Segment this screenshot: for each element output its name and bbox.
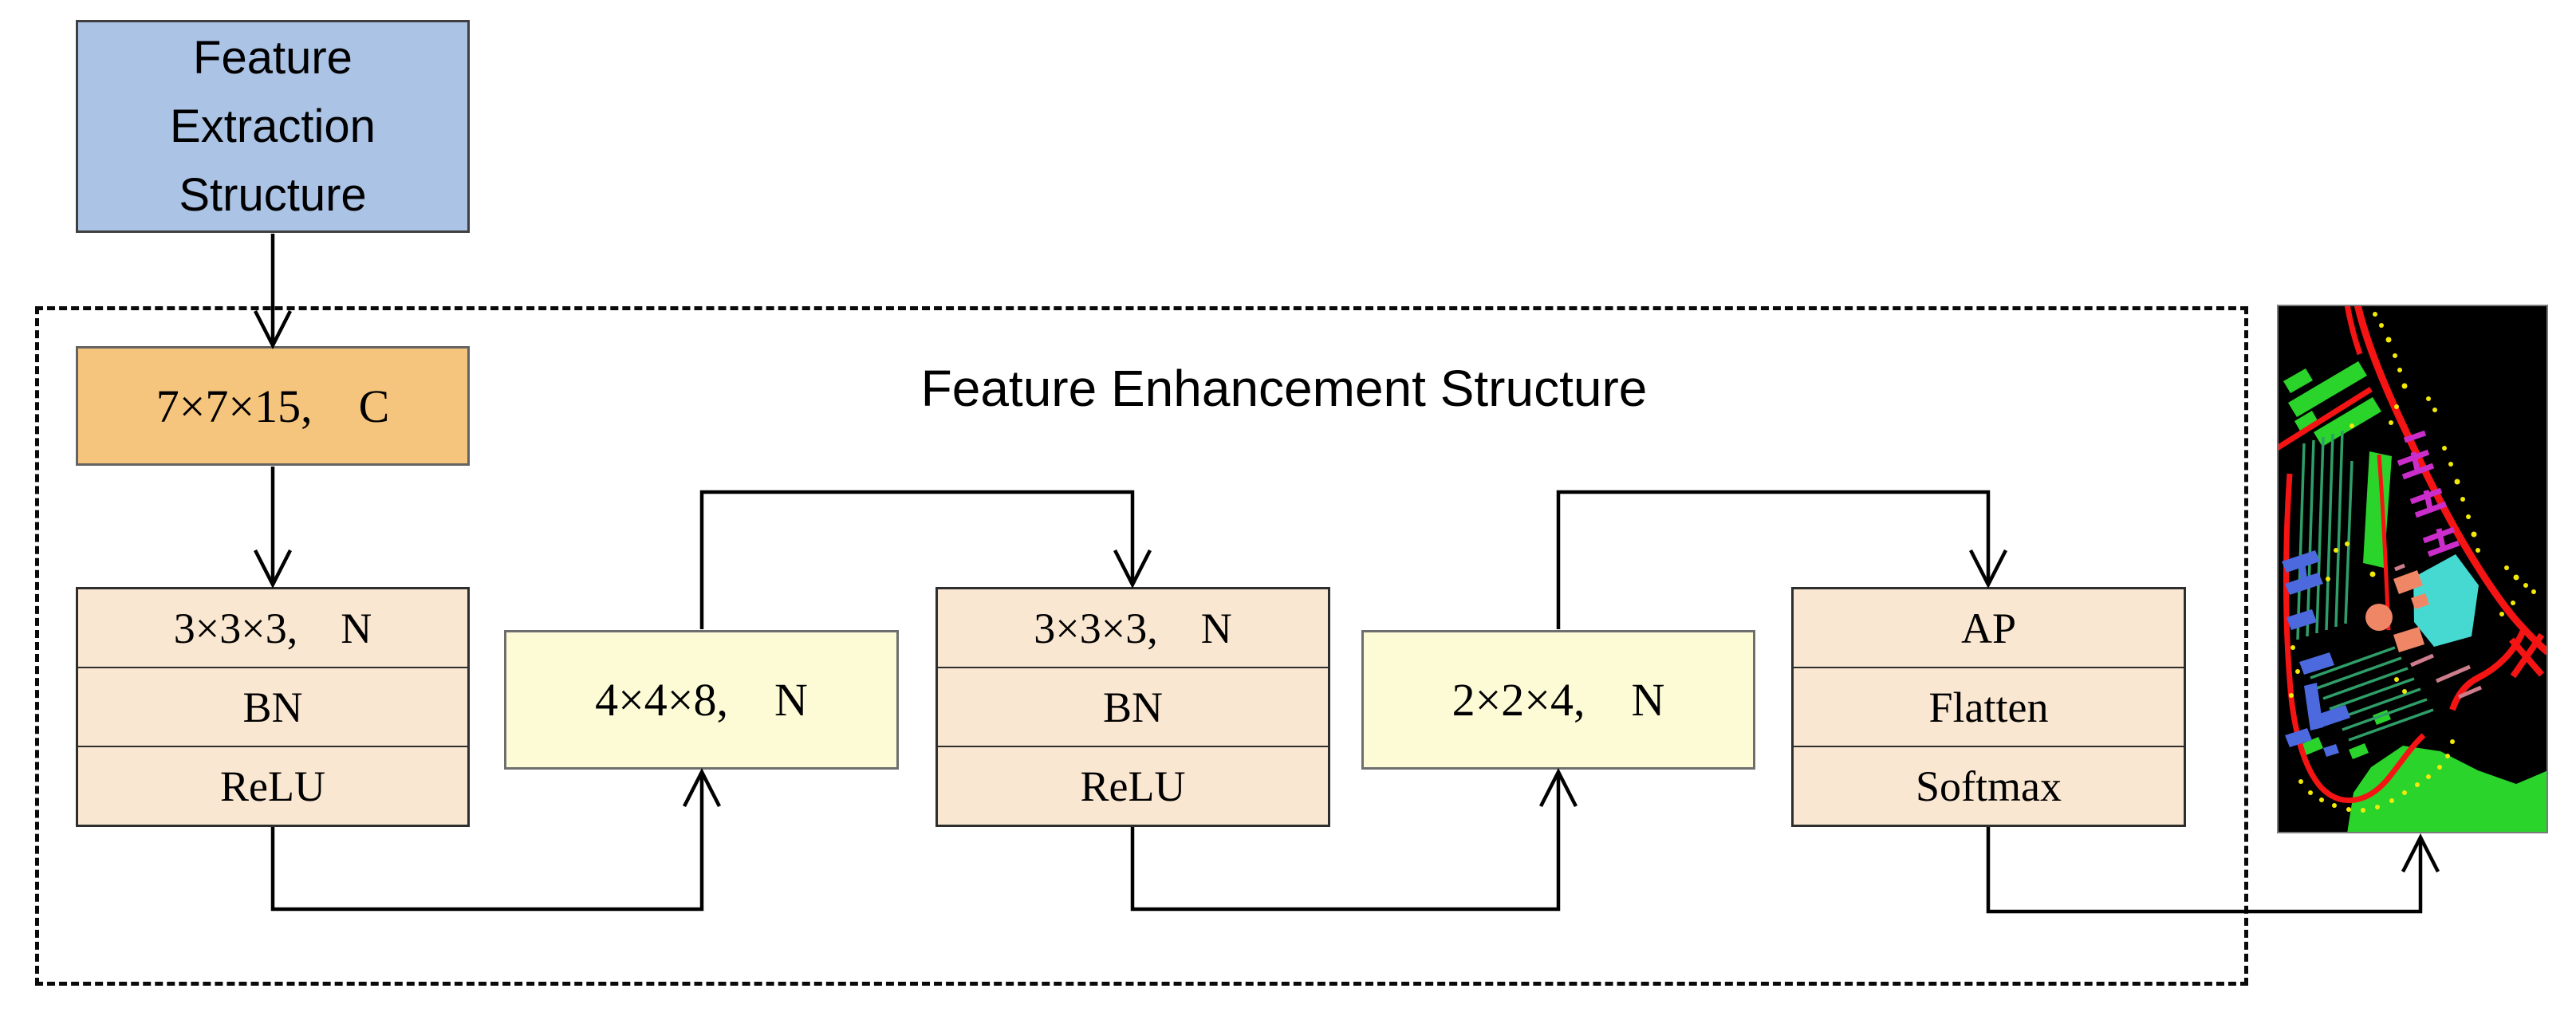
head-stack-softmax: Softmax [1916, 762, 2062, 810]
map-blocks-magenta [2397, 430, 2460, 557]
map-trees-teal [2296, 430, 2434, 742]
conv-stack-1-conv: 3×3×3, N [78, 589, 467, 668]
pool-2x2x4-box: 2×2×4, N [1361, 630, 1755, 770]
map-roads-red [2277, 305, 2548, 804]
conv-stack-2: 3×3×3, N BN ReLU [935, 587, 1330, 827]
conv-stack-2-conv: 3×3×3, N [938, 589, 1328, 668]
arrowhead-head-to-map [2401, 833, 2440, 873]
feature-enhancement-title: Feature Enhancement Structure [920, 360, 1648, 417]
map-metal-cyan [2413, 554, 2479, 647]
conv-stack-2-relu: ReLU [1080, 762, 1186, 810]
map-border [2277, 305, 2548, 833]
head-stack-ap: AP [1794, 589, 2184, 668]
conv-stack-1-bn: BN [78, 668, 467, 747]
feature-extraction-box: Feature Extraction Structure [76, 20, 470, 233]
map-buildings-salmon [2365, 570, 2429, 652]
conv-stack-2-bn: BN [938, 668, 1328, 747]
feature-enhancement-region [35, 306, 2248, 986]
map-dots-yellow [2289, 312, 2536, 813]
map-buildings-blue [2282, 550, 2350, 757]
map-soil-pink [2394, 563, 2482, 699]
classification-map-image [2277, 305, 2548, 833]
conv-7x7x15-box: 7×7×15, C [76, 346, 470, 466]
pool-4x4x8-box: 4×4×8, N [504, 630, 899, 770]
head-stack: AP Flatten Softmax [1791, 587, 2186, 827]
conv-stack-1-relu: ReLU [220, 762, 325, 810]
head-stack-flatten: Flatten [1794, 668, 2184, 747]
conv-stack-1: 3×3×3, N BN ReLU [76, 587, 470, 827]
